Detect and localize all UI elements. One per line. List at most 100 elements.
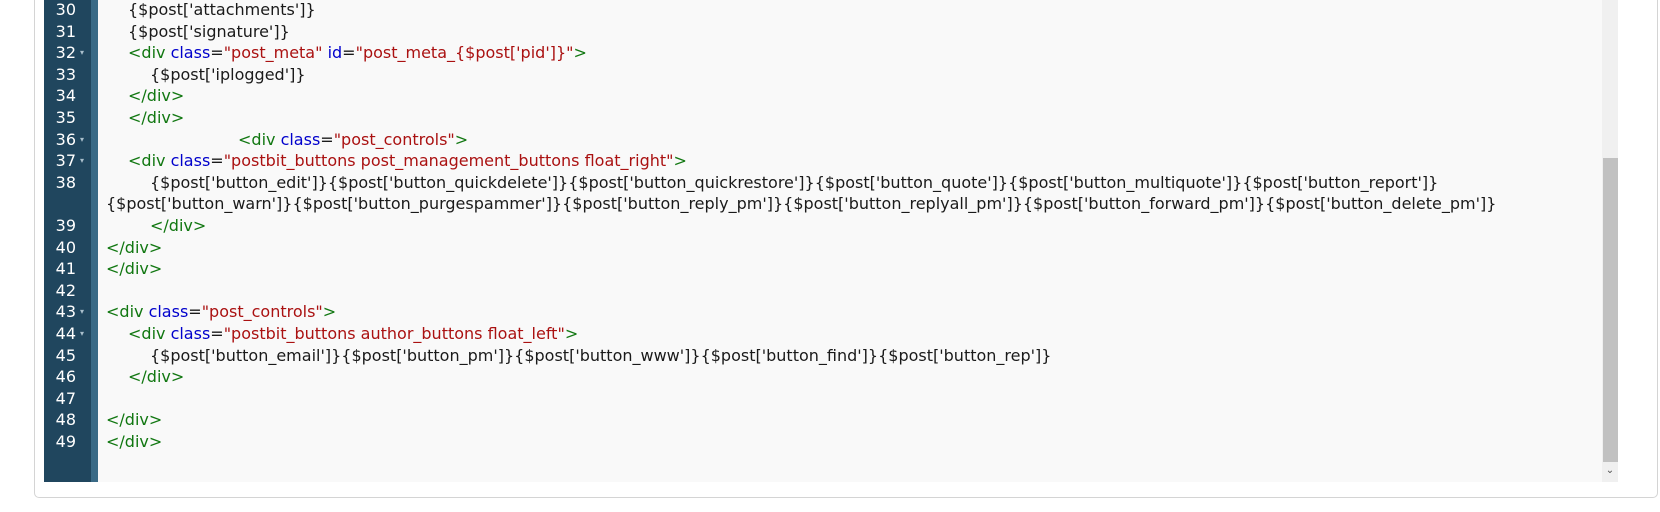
- line-number: 48: [55, 410, 76, 430]
- fold-toggle-icon[interactable]: ▾: [80, 307, 85, 317]
- line-number: 39: [55, 216, 76, 235]
- line-number: 49: [55, 432, 76, 451]
- token-text: {$post['signature']}: [128, 21, 290, 41]
- token-str: "post_controls": [201, 302, 323, 322]
- token-text: {$post['attachments']}: [128, 0, 316, 19]
- code-text: </div>: [106, 408, 162, 431]
- line-number: 40: [55, 237, 76, 257]
- code-line[interactable]: 44▾<div class="postbit_buttons author_bu…: [44, 322, 1594, 345]
- token-str: "postbit_buttons author_buttons float_le…: [223, 324, 565, 343]
- token-tag: >: [564, 324, 579, 343]
- code-text: </div>: [128, 365, 184, 388]
- token-text: {$post['iplogged']}: [150, 64, 306, 84]
- token-tag: >: [673, 151, 687, 171]
- code-line[interactable]: 40 </div>: [44, 236, 1594, 259]
- line-number: 38: [55, 172, 76, 192]
- token-tag: <div: [128, 324, 171, 343]
- token-tag: >: [322, 302, 337, 322]
- vertical-scrollbar[interactable]: ⌄: [1602, 0, 1618, 482]
- token-text: =: [210, 324, 224, 343]
- token-tag: <div: [238, 129, 281, 149]
- code-line[interactable]: 38 {$post['button_edit']}{$post['button_q…: [44, 171, 1594, 194]
- code-text: <div class="post_controls">: [106, 300, 336, 323]
- code-text: </div>: [106, 257, 162, 280]
- code-text: {$post['signature']}: [128, 20, 290, 43]
- code-text: {$post['iplogged']}: [150, 63, 306, 86]
- line-number: 46: [55, 367, 76, 387]
- code-line[interactable]: 49 </div>: [44, 430, 1594, 453]
- token-str: "post_meta": [223, 43, 323, 63]
- token-text: =: [320, 129, 334, 149]
- line-number: 41: [55, 259, 76, 279]
- code-line[interactable]: 34 </div>: [44, 84, 1594, 107]
- token-text: =: [210, 43, 224, 63]
- code-line[interactable]: 41 </div>: [44, 257, 1594, 280]
- line-number: 37: [55, 151, 76, 171]
- token-tag: >: [573, 43, 587, 63]
- token-tag: </div>: [128, 86, 185, 106]
- code-line[interactable]: 33{$post['iplogged']}: [44, 63, 1594, 86]
- token-attr: class: [170, 151, 211, 171]
- token-tag: >: [454, 129, 469, 149]
- token-attr: class: [280, 129, 321, 149]
- token-str: "postbit_buttons post_management_buttons…: [223, 151, 674, 171]
- line-number: 32: [55, 43, 76, 63]
- fold-toggle-icon[interactable]: ▾: [80, 329, 85, 338]
- token-text: {$post['button_email']}{$post['button_pm…: [150, 345, 1052, 365]
- token-tag: </div>: [150, 216, 207, 235]
- token-str: "post_controls": [333, 129, 455, 149]
- code-line[interactable]: 45 {$post['button_email']}{$post['button_…: [44, 344, 1594, 367]
- line-number: 45: [55, 345, 76, 365]
- scrollbar-thumb[interactable]: [1603, 158, 1618, 462]
- code-text: <div class="post_meta" id="post_meta_{$p…: [128, 41, 587, 64]
- line-number: 47: [55, 388, 76, 408]
- code-text: </div>: [128, 84, 184, 107]
- code-line[interactable]: 39 </div>: [44, 214, 1594, 237]
- code-text: {$post['button_edit']}{$post['button_qui…: [150, 171, 1438, 194]
- code-line[interactable]: 31 {$post['signature']}: [44, 20, 1594, 43]
- line-number: 43: [55, 302, 76, 322]
- token-text: =: [210, 151, 224, 171]
- token-tag: </div>: [128, 108, 185, 127]
- line-number: 35: [55, 108, 76, 127]
- code-text: <div class="post_controls">: [238, 128, 468, 151]
- token-tag: </div>: [128, 367, 185, 387]
- code-line[interactable]: 32▾<div class="post_meta" id="post_meta_…: [44, 41, 1594, 64]
- code-line[interactable]: 35 </div>: [44, 106, 1594, 129]
- chevron-down-icon: ⌄: [1605, 465, 1615, 476]
- line-number: 31: [55, 21, 76, 41]
- fold-toggle-icon[interactable]: ▾: [80, 156, 85, 166]
- token-text: =: [342, 43, 356, 63]
- code-line[interactable]: 47: [44, 387, 1594, 410]
- code-line[interactable]: 42: [44, 279, 1594, 302]
- scroll-down-button[interactable]: ⌄: [1602, 464, 1618, 478]
- fold-toggle-icon[interactable]: ▾: [80, 48, 85, 58]
- token-str: "post_meta_{$post['pid']}": [355, 43, 574, 63]
- token-tag: <div: [128, 151, 171, 171]
- code-line[interactable]: 36 ▾ <div class="post_controls">: [44, 128, 1594, 151]
- code-text: </div>: [150, 214, 206, 237]
- token-tag: <div: [128, 43, 171, 63]
- token-attr: class: [170, 43, 211, 63]
- code-text: </div>: [106, 430, 162, 453]
- fold-toggle-icon[interactable]: ▾: [80, 134, 85, 144]
- code-text: {$post['attachments']}: [128, 0, 316, 21]
- line-number: 42: [55, 280, 76, 300]
- line-number: 36: [55, 129, 76, 149]
- line-number-gutter: [44, 0, 91, 482]
- code-line[interactable]: 48 </div>: [44, 408, 1594, 431]
- token-attr: class: [170, 324, 211, 343]
- token-attr: id: [327, 43, 343, 63]
- line-number: 34: [55, 86, 76, 106]
- code-text: </div>: [106, 236, 162, 259]
- token-tag: <div: [106, 302, 149, 322]
- code-text: <div class="postbit_buttons post_managem…: [128, 149, 687, 172]
- code-editor[interactable]: ⌄ 30{$post['attachments']}31 {$post['sign…: [44, 0, 1618, 482]
- code-line-wrap: {$post['button_warn']}{$post['button_pur…: [106, 194, 1497, 214]
- code-line[interactable]: 37 ▾ <div class="postbit_buttons post_mana…: [44, 149, 1594, 172]
- code-line[interactable]: 43 ▾ <div class="post_controls">: [44, 300, 1594, 323]
- token-tag: </div>: [106, 410, 163, 430]
- code-line[interactable]: 30{$post['attachments']}: [44, 0, 1594, 21]
- code-line[interactable]: 46 </div>: [44, 365, 1594, 388]
- token-tag: </div>: [106, 432, 163, 451]
